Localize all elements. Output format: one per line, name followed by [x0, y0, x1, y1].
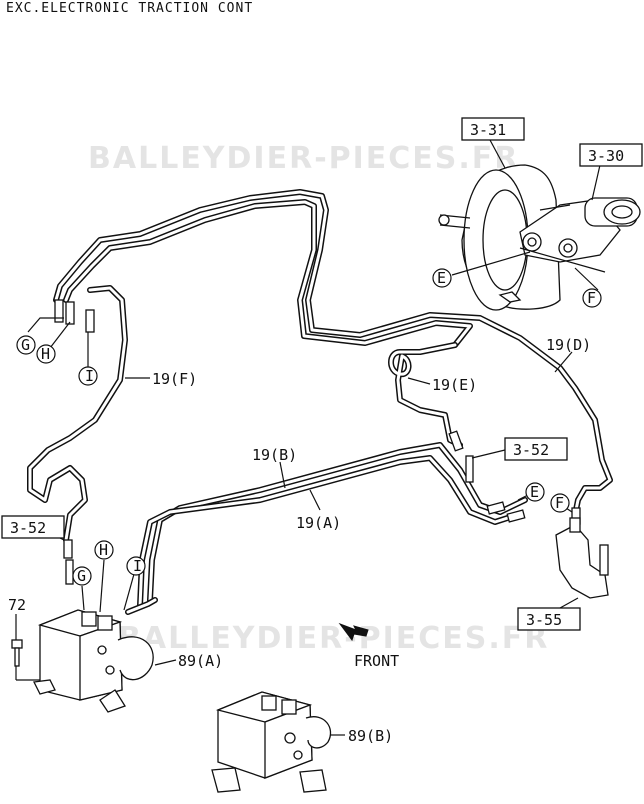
label-19b: 19(B)	[252, 446, 297, 464]
leader-19d	[554, 351, 573, 373]
leader-f-master	[574, 267, 599, 291]
svg-text:H: H	[41, 345, 50, 363]
svg-text:H: H	[99, 541, 108, 559]
svg-text:3-52: 3-52	[10, 519, 46, 537]
master-cylinder	[519, 197, 641, 273]
svg-text:G: G	[77, 567, 86, 585]
circle-h-left: H	[36, 344, 56, 364]
svg-text:3-31: 3-31	[470, 121, 506, 139]
label-72: 72	[8, 596, 26, 614]
hydraulic-unit-a	[33, 609, 154, 713]
svg-text:I: I	[85, 367, 94, 385]
ref-box-3-52-left: 3-52	[1, 515, 65, 539]
leader-19a	[309, 489, 321, 511]
label-19e: 19(E)	[432, 376, 477, 394]
svg-text:E: E	[437, 269, 446, 287]
circle-f-master: F	[582, 288, 602, 308]
svg-text:F: F	[555, 494, 564, 512]
circle-g-left: G	[16, 335, 36, 355]
leader-h-left	[49, 321, 71, 349]
watermark-bottom: BALLEYDIER-PIECES.FR	[118, 621, 549, 656]
leader-89a	[154, 659, 177, 666]
label-19a: 19(A)	[296, 514, 341, 532]
svg-text:3-55: 3-55	[526, 611, 562, 629]
circle-i-unit: I	[126, 556, 146, 576]
watermark-top: BALLEYDIER-PIECES.FR	[88, 141, 519, 176]
leader-19b	[279, 461, 286, 489]
hydraulic-unit-b	[211, 691, 332, 793]
brake-booster	[438, 164, 561, 311]
svg-text:3-30: 3-30	[588, 147, 624, 165]
svg-text:I: I	[133, 557, 142, 575]
circle-e-right: E	[525, 482, 545, 502]
leader-e-master	[451, 251, 531, 276]
svg-text:G: G	[21, 336, 30, 354]
ref-box-3-30: 3-30	[579, 143, 643, 167]
svg-text:F: F	[587, 289, 596, 307]
leader-3-31	[489, 139, 506, 169]
front-direction: FRONT	[338, 622, 399, 670]
circle-h-unit: H	[94, 540, 114, 560]
pipe-fittings	[54, 299, 581, 585]
label-89b: 89(B)	[348, 727, 393, 745]
label-19f: 19(F)	[152, 370, 197, 388]
svg-text:3-52: 3-52	[513, 441, 549, 459]
circle-i-left: I	[78, 366, 98, 386]
ref-box-3-31: 3-31	[461, 117, 525, 141]
circle-f-right: F	[550, 493, 570, 513]
leader-19e	[407, 377, 431, 385]
front-label: FRONT	[354, 652, 399, 670]
brake-pipes	[27, 189, 613, 615]
leader-h-unit	[99, 559, 105, 613]
label-19d: 19(D)	[546, 336, 591, 354]
label-89a: 89(A)	[178, 652, 223, 670]
leader-3-30	[591, 164, 601, 201]
circle-e-master: E	[432, 268, 452, 288]
leader-g-left	[27, 317, 64, 333]
ref-box-3-52-right: 3-52	[504, 437, 568, 461]
circle-g-unit: G	[72, 566, 92, 586]
leader-g-unit	[81, 585, 85, 611]
ref-box-3-55: 3-55	[517, 607, 581, 631]
leader-3-52-right	[471, 449, 506, 459]
leader-i-unit	[123, 573, 135, 611]
bracket-3-55	[555, 517, 609, 609]
front-arrow-icon	[338, 622, 369, 642]
diagram-title: EXC.ELECTRONIC TRACTION CONT	[6, 1, 253, 16]
svg-text:E: E	[530, 483, 539, 501]
bolt-72	[11, 614, 40, 681]
